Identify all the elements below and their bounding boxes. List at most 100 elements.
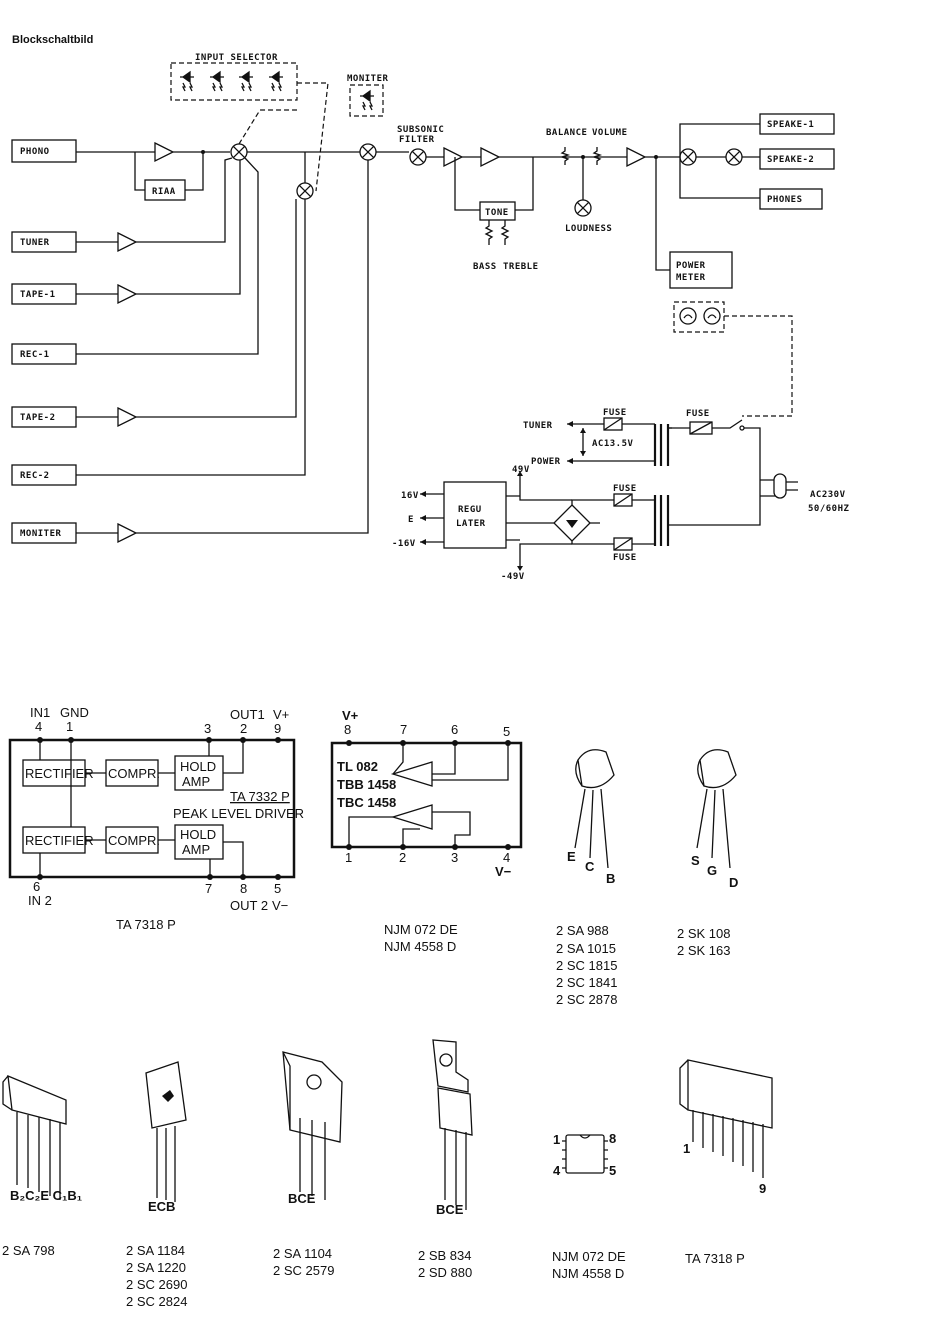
pin-vminus-label: V−: [272, 898, 288, 913]
pin-num: 6: [33, 879, 40, 894]
input-tuner: TUNER: [11, 231, 77, 253]
input-label: TAPE-1: [20, 290, 56, 300]
mains-plug: [773, 473, 787, 499]
pin-num: 8: [344, 722, 351, 737]
fuse-label-2: FUSE: [613, 484, 637, 494]
pin-e: E: [567, 849, 576, 864]
input-label: REC-2: [20, 471, 50, 481]
type-tl082: TL 082: [337, 759, 378, 774]
v49n-label: -49V: [501, 572, 525, 582]
treble-label: TREBLE: [503, 262, 539, 272]
pin-num: 8: [240, 881, 247, 896]
volume-label: VOLUME: [592, 128, 628, 138]
pin-num: 1: [683, 1141, 690, 1156]
input-rec-2: REC-2: [11, 464, 77, 486]
psu-tuner-label: TUNER: [523, 421, 553, 431]
loudness-label: LOUDNESS: [565, 224, 612, 234]
pin-num: 4: [553, 1163, 561, 1178]
fuse-label-1: FUSE: [603, 408, 627, 418]
speaker-2-label: SPEAKE-2: [767, 155, 814, 165]
pin-num: 3: [451, 850, 458, 865]
opamp-caption-1: NJM 072 DE: [384, 922, 458, 937]
phones-label: PHONES: [767, 195, 803, 205]
package-sip9: 1 9 TA 7318 P: [679, 1059, 773, 1266]
input-selector-label: INPUT SELECTOR: [195, 53, 278, 63]
pin-num: 2: [399, 850, 406, 865]
input-rec-1: REC-1: [11, 343, 77, 365]
input-label: TUNER: [20, 238, 50, 248]
caption-2: 2 SD 880: [418, 1265, 472, 1280]
pin-in1-label: IN1: [30, 705, 50, 720]
fet-caption-2: 2 SK 163: [677, 943, 731, 958]
package-to3p: BCE 2 SA 1104 2 SC 2579: [273, 1051, 343, 1278]
fuse-label-3: FUSE: [613, 553, 637, 563]
hold-label-2: HOLD: [180, 827, 216, 842]
pin-vplus-label: V+: [273, 707, 289, 722]
bjt-caption-3: 2 SC 1815: [556, 958, 617, 973]
bjt-caption-2: 2 SA 1015: [556, 941, 616, 956]
pin-num: 7: [205, 881, 212, 896]
package-sip5: B₂C₂E C₁B₁ 2 SA 798: [2, 1074, 82, 1258]
bass-label: BASS: [473, 262, 497, 272]
v16n-label: -16V: [392, 539, 416, 549]
fet-caption-1: 2 SK 108: [677, 926, 731, 941]
caption: 2 SA 798: [2, 1243, 55, 1258]
input-tape-2: TAPE-2: [11, 406, 77, 428]
power-meter-label-2: METER: [676, 273, 706, 283]
tone-label: TONE: [485, 208, 509, 218]
pins-label: ECB: [148, 1199, 175, 1214]
pins-label: BCE: [288, 1191, 316, 1206]
moniter-diode-box: [349, 84, 384, 117]
speaker-1-label: SPEAKE-1: [767, 120, 814, 130]
pin-num: 1: [553, 1132, 560, 1147]
pin-num: 5: [503, 724, 510, 739]
ic-caption: TA 7318 P: [116, 917, 176, 932]
speaker-2-box: [759, 148, 835, 170]
riaa-box: [144, 179, 186, 201]
power-meter-label-1: POWER: [676, 261, 706, 271]
input-label: TAPE-2: [20, 413, 56, 423]
pin-d: D: [729, 875, 738, 890]
peak-label: PEAK LEVEL DRIVER: [173, 806, 304, 821]
psu-power-label: POWER: [531, 457, 561, 467]
input-label: MONITER: [20, 529, 62, 539]
pin-num: 3: [204, 721, 211, 736]
caption-1: 2 SA 1184: [126, 1243, 185, 1258]
pin-num: 8: [609, 1131, 616, 1146]
pin-num: 4: [503, 850, 510, 865]
type-tbb1458: TBB 1458: [337, 777, 396, 792]
input-moniter: MONITER: [11, 522, 77, 544]
opamp-caption-2: NJM 4558 D: [384, 939, 456, 954]
pins-label: B₂C₂E C₁B₁: [10, 1188, 82, 1203]
caption-4: 2 SC 2824: [126, 1294, 187, 1309]
subsonic-label: SUBSONIC: [397, 125, 444, 135]
regu-label-1: REGU: [458, 505, 482, 515]
block-diagram: PHONO TUNER TAPE-1 REC-1 TAPE-2 REC-2 MO…: [11, 53, 835, 544]
pins-label: BCE: [436, 1202, 464, 1217]
pin-num: 5: [274, 881, 281, 896]
input-selector-box: [170, 62, 298, 101]
amp-label-1: AMP: [182, 774, 210, 789]
meter-lamp-box: [673, 301, 725, 333]
pin-num: 6: [451, 722, 458, 737]
opamp-vplus-label: V+: [342, 708, 359, 723]
balance-label: BALANCE: [546, 128, 587, 138]
compr-label-1: COMPR.: [108, 766, 160, 781]
pin-gnd-label: GND: [60, 705, 89, 720]
bjt-caption-5: 2 SC 2878: [556, 992, 617, 1007]
input-phono: PHONO: [11, 139, 77, 163]
pin-num: 9: [759, 1181, 766, 1196]
amp-label-2: AMP: [182, 842, 210, 857]
hold-label-1: HOLD: [180, 759, 216, 774]
caption-2: NJM 4558 D: [552, 1266, 624, 1281]
rectifier-label-2: RECTIFIER: [25, 833, 94, 848]
regu-label-2: LATER: [456, 519, 486, 529]
to92-fet-package: S G D 2 SK 108 2 SK 163: [677, 749, 738, 958]
ic-ta7318p: IN1 GND OUT1 V+ 4 1 3 2 9 RECTIFIER COMP…: [8, 705, 304, 932]
hz-label: 50/60HZ: [808, 504, 850, 514]
pin-num: 2: [240, 721, 247, 736]
ac230-label: AC230V: [810, 490, 846, 500]
compr-label-2: COMPR.: [108, 833, 160, 848]
bjt-caption-4: 2 SC 1841: [556, 975, 617, 990]
